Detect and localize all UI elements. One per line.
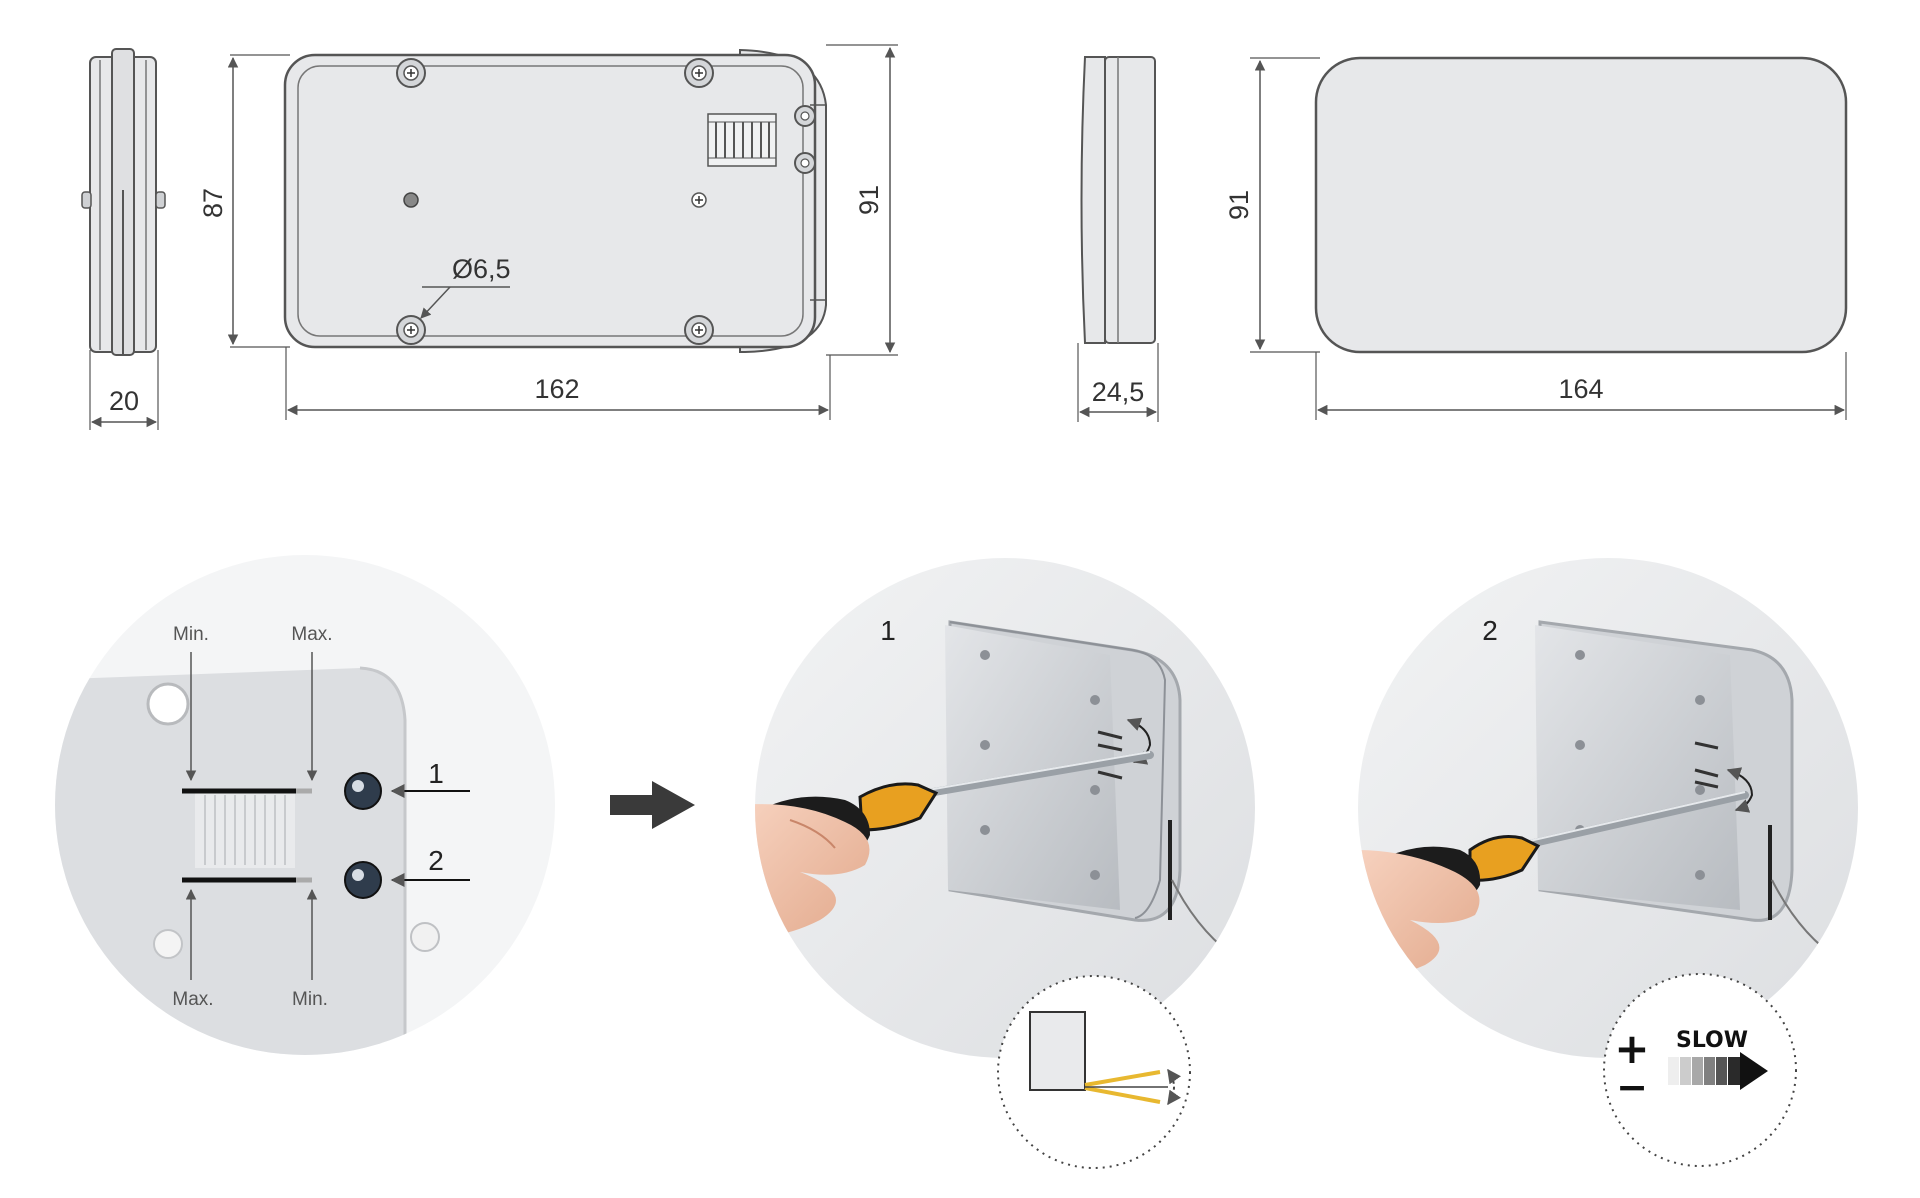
label-top-max: Max. [291, 624, 332, 645]
side-view-cover: 24,5 [1077, 56, 1159, 422]
label-screw-1: 1 [428, 758, 444, 789]
mounting-screw [396, 315, 426, 345]
label-screw-2: 2 [428, 845, 444, 876]
minus-icon: − [1616, 1065, 1648, 1109]
dim-height-91: 91 [854, 185, 884, 215]
step-2-number: 2 [1482, 615, 1498, 646]
step-1-number: 1 [880, 615, 896, 646]
step-2-panel: 2 + − SLOW [1358, 558, 1858, 1167]
plus-icon: + [1614, 1024, 1649, 1073]
adjust-screw-2-icon [794, 152, 816, 174]
cover-view: 91 164 [1224, 56, 1848, 420]
step-1-panel: 1 [755, 558, 1255, 1169]
mounting-screw [396, 58, 426, 88]
label-bottom-min: Min. [292, 989, 328, 1010]
step-2-inset: + − SLOW [1603, 973, 1797, 1167]
detail-zoom: Min. Max. Max. Min. 1 2 [55, 555, 555, 1055]
label-top-min: Min. [173, 624, 209, 645]
center-hole-icon [403, 192, 419, 208]
slow-gradient-arrow-icon [1668, 1052, 1768, 1090]
mounting-screw [684, 58, 714, 88]
center-screw-icon [691, 192, 707, 208]
adjust-screw-2-zoom-icon [344, 861, 382, 899]
dim-cover-height-91: 91 [1224, 190, 1254, 220]
label-bottom-max: Max. [172, 989, 213, 1010]
dim-cover-width-164: 164 [1558, 374, 1603, 404]
front-view: Ø6,5 87 91 162 [198, 44, 898, 420]
step-1-inset [997, 975, 1191, 1169]
adjust-screw-1-zoom-icon [344, 772, 382, 810]
next-arrow-icon [610, 781, 695, 829]
slow-label: SLOW [1676, 1028, 1748, 1053]
dim-height-87: 87 [198, 188, 228, 218]
dim-depth-24-5: 24,5 [1092, 377, 1145, 407]
dim-width-162: 162 [534, 374, 579, 404]
adjuster-grille [707, 113, 777, 167]
side-view-left: 20 [81, 48, 166, 430]
dim-hole-diameter: Ø6,5 [452, 254, 511, 284]
dim-depth-20: 20 [109, 386, 139, 416]
adjust-screw-1-icon [794, 105, 816, 127]
mounting-screw [684, 315, 714, 345]
